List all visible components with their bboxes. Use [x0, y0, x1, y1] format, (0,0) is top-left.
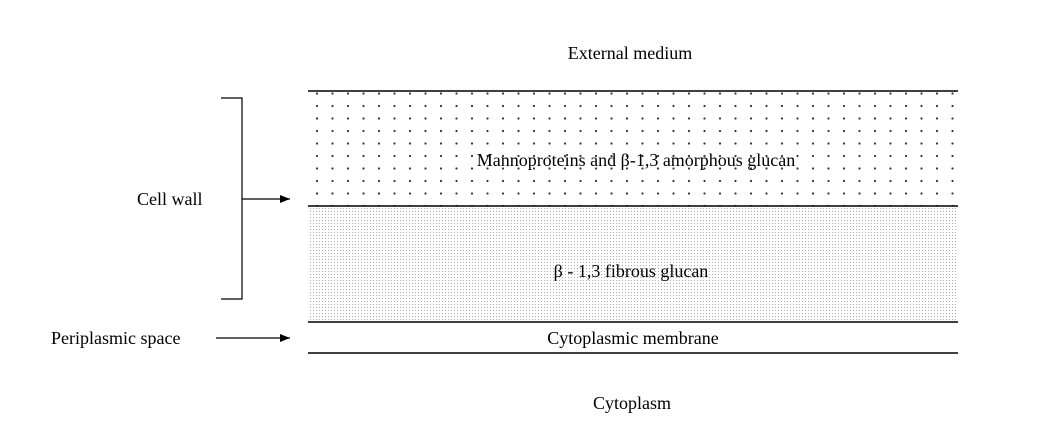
- mannoprotein-layer: [310, 92, 958, 206]
- cytoplasm-label: Cytoplasm: [592, 393, 672, 413]
- external-medium-label: External medium: [567, 43, 693, 63]
- fibrous-glucan-layer: [310, 207, 958, 321]
- periplasmic-space-label: Periplasmic space: [51, 328, 181, 348]
- cell-wall-label: Cell wall: [137, 189, 203, 209]
- inner-layer-label: β - 1,3 fibrous glucan: [553, 261, 709, 281]
- cytoplasmic-membrane-label: Cytoplasmic membrane: [547, 328, 719, 348]
- cell-wall-bracket: [221, 97, 243, 300]
- outer-layer-label: Mannoproteins and β-1,3 amorphous glucan: [476, 150, 796, 170]
